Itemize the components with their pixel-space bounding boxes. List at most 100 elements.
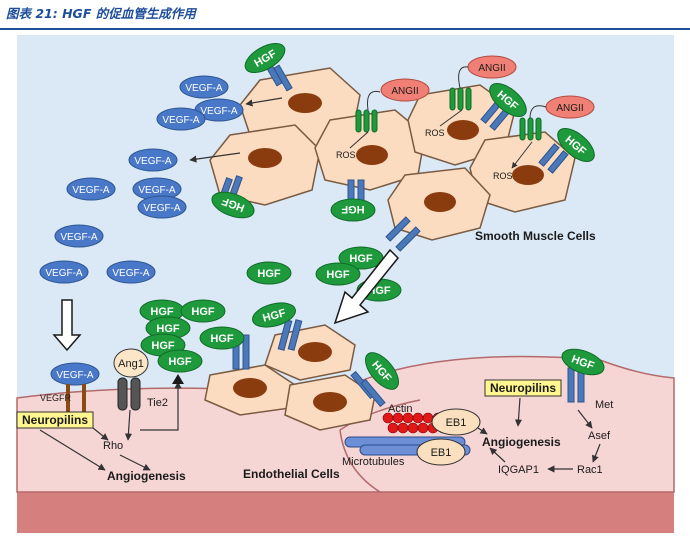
ros-label: ROS [425,128,445,138]
hgf-ligand: HGF [246,261,292,285]
signal-arrow [119,454,151,471]
svg-text:EB1: EB1 [446,417,467,429]
angiogenesis-label-left: Angiogenesis [107,469,186,483]
vegfa-ligand: VEGF-A [50,362,100,386]
angiogenesis-label-right: Angiogenesis [482,435,561,449]
svg-text:VEGF-A: VEGF-A [56,370,94,381]
svg-text:VEGF-A: VEGF-A [162,115,200,126]
smooth-muscle-cell [314,109,426,191]
diagonal-hollow-arrow [333,248,400,325]
hgf-ligand: HGF [145,316,191,340]
vegfa-ligand: VEGF-A [106,260,156,284]
hgf-ligand: HGF [489,83,527,117]
signal-arrow [92,427,109,441]
tie2-feedback-arrow [140,381,182,431]
signal-arrow [591,443,601,463]
vegfa-ligand: VEGF-A [128,148,178,172]
vegfr-receptor [66,384,86,412]
hgf-ligand: HGF [252,302,296,328]
met-label: Met [595,399,613,411]
svg-text:ANGII: ANGII [478,63,505,74]
neuropilins-box-left [16,411,94,429]
svg-text:Ang1: Ang1 [118,358,144,370]
vegfa-ligand: VEGF-A [179,75,229,99]
angii-ligand: ANGII [545,95,595,119]
actin-label: Actin [388,403,412,415]
angii-binding-line [367,66,547,119]
endothelial-cell-divider [339,399,421,493]
vegfa-ligand: VEGF-A [137,195,187,219]
vegfa-ligand: VEGF-A [39,260,89,284]
iqgap1-label: IQGAP1 [498,464,539,476]
asef-label: Asef [588,430,611,442]
hgf-ligand: HGF [199,326,245,350]
svg-text:HGF: HGF [156,323,180,335]
hgf-ligand: HGF [180,299,226,323]
svg-text:VEGF-A: VEGF-A [185,83,223,94]
signal-arrow [39,429,106,471]
svg-text:VEGF-A: VEGF-A [138,185,176,196]
svg-text:HGF: HGF [257,268,281,280]
svg-text:VEGF-A: VEGF-A [200,106,238,117]
svg-text:VEGF-A: VEGF-A [45,268,83,279]
endothelial-cell [284,374,376,431]
signal-arrow [124,409,133,441]
smooth-muscle-cell [387,167,491,241]
vegfa-ligand: VEGF-A [156,107,206,131]
neuropilins-label: Neuropilins [490,381,556,395]
hgf-ligand: HGF [139,299,185,323]
hgf-ligand: HGF [330,198,376,222]
vegfa-ligand: VEGF-A [54,224,104,248]
svg-text:ANGII: ANGII [556,103,583,114]
svg-text:HGF: HGF [191,306,215,318]
secretion-arrow [189,152,241,163]
tie2-label: Tie2 [147,397,168,409]
tie2-up-arrow [172,374,184,384]
svg-text:HGF: HGF [341,203,365,215]
eb1-protein: EB1 [416,438,466,466]
angii-ligand: ANGII [467,55,517,79]
svg-text:HGF: HGF [349,253,373,265]
microtubules-label: Microtubules [342,456,405,468]
signal-arrow [477,427,488,435]
signal-arrow [577,409,593,429]
endothelial-cells-label: Endothelial Cells [243,467,340,481]
neuropilins-box-right [484,379,562,397]
svg-text:EB1: EB1 [431,447,452,459]
angii-ligand: ANGII [380,78,430,102]
signal-arrow [514,397,523,427]
svg-text:HGF: HGF [210,333,234,345]
figure-caption: 图表 21: HGF 的促血管生成作用 [6,6,196,21]
caption-rule [0,28,690,30]
svg-text:HGF: HGF [261,307,287,325]
hgf-ligand: HGF [157,349,203,373]
hgf-ligand: HGF [315,262,361,286]
svg-text:ANGII: ANGII [391,86,418,97]
svg-text:HGF: HGF [168,356,192,368]
secretion-arrow [245,97,283,107]
neuropilins-label: Neuropilins [22,413,88,427]
signal-arrow [489,447,506,463]
ros-label: ROS [336,150,356,160]
svg-text:VEGF-A: VEGF-A [134,156,172,167]
hgf-ligand: HGF [561,348,605,376]
svg-text:HGF: HGF [151,340,175,352]
svg-text:HGF: HGF [326,269,350,281]
ang1-ligand: Ang1 [113,348,149,378]
rho-label: Rho [103,440,123,452]
svg-text:HGF: HGF [150,306,174,318]
vegfr-label: VEGFR [40,393,72,403]
svg-text:VEGF-A: VEGF-A [72,185,110,196]
ros-arrow [349,109,533,168]
ros-label: ROS [493,171,513,181]
rac1-label: Rac1 [577,464,603,476]
hgf-ligand: HGF [211,191,255,219]
svg-text:VEGF-A: VEGF-A [143,203,181,214]
svg-text:VEGF-A: VEGF-A [60,232,98,243]
vegfa-ligand: VEGF-A [66,177,116,201]
hgf-ligand: HGF [244,42,286,74]
smooth-muscle-cells-label: Smooth Muscle Cells [475,229,596,243]
svg-text:VEGF-A: VEGF-A [112,268,150,279]
eb1-protein: EB1 [431,408,481,436]
